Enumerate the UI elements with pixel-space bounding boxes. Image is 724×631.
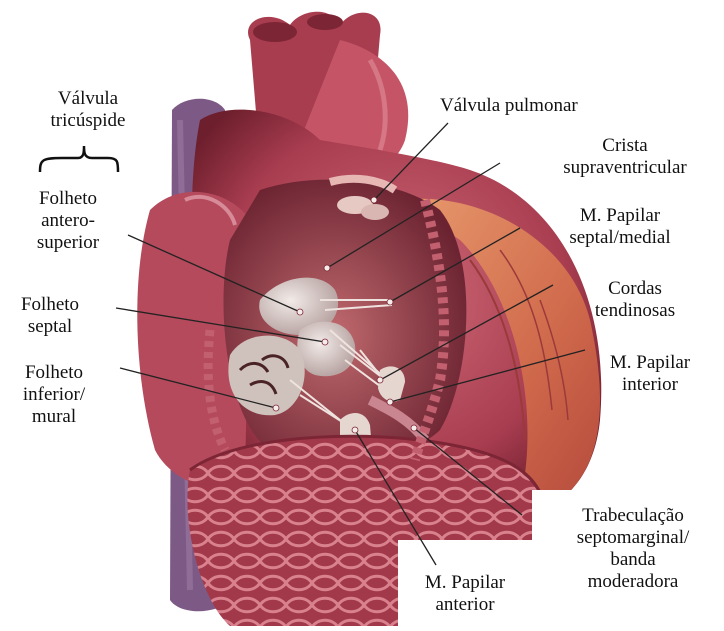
label-line: interior	[590, 374, 710, 396]
label-septal-papillary: M. Papilar septal/medial	[550, 205, 690, 249]
label-line: moderadora	[558, 571, 708, 593]
tricuspid-bracket	[40, 146, 118, 172]
label-line: supraventricular	[555, 157, 695, 179]
label-chordae: Cordas tendinosas	[570, 278, 700, 322]
label-line: Crista	[555, 135, 695, 157]
label-line: M. Papilar	[400, 572, 530, 594]
label-line: Trabeculação	[558, 505, 708, 527]
label-line: M. Papilar	[590, 352, 710, 374]
label-line: superior	[18, 232, 118, 254]
label-line: mural	[4, 406, 104, 428]
label-line: antero-	[18, 210, 118, 232]
label-pulmonary-valve: Válvula pulmonar	[440, 95, 578, 117]
label-line: Válvula pulmonar	[440, 95, 578, 117]
label-line: Válvula	[30, 88, 146, 110]
label-line: anterior	[400, 594, 530, 616]
label-line: M. Papilar	[550, 205, 690, 227]
label-tricuspid-valve: Válvula tricúspide	[30, 88, 146, 132]
label-line: septal/medial	[550, 227, 690, 249]
label-septal-leaflet: Folheto septal	[0, 294, 100, 338]
label-line: septomarginal/	[558, 527, 708, 549]
label-line: septal	[0, 316, 100, 338]
label-line: Cordas	[570, 278, 700, 300]
label-line: banda	[558, 549, 708, 571]
label-line: Folheto	[4, 362, 104, 384]
label-septomarginal: Trabeculação septomarginal/ banda modera…	[558, 505, 708, 593]
label-supraventricular-crest: Crista supraventricular	[555, 135, 695, 179]
label-anterosuperior-leaflet: Folheto antero- superior	[18, 188, 118, 254]
label-inferior-papillary: M. Papilar interior	[590, 352, 710, 396]
label-line: inferior/	[4, 384, 104, 406]
label-line: Folheto	[18, 188, 118, 210]
label-inferior-leaflet: Folheto inferior/ mural	[4, 362, 104, 428]
label-anterior-papillary: M. Papilar anterior	[400, 572, 530, 616]
label-line: Folheto	[0, 294, 100, 316]
label-line: tendinosas	[570, 300, 700, 322]
label-line: tricúspide	[30, 110, 146, 132]
